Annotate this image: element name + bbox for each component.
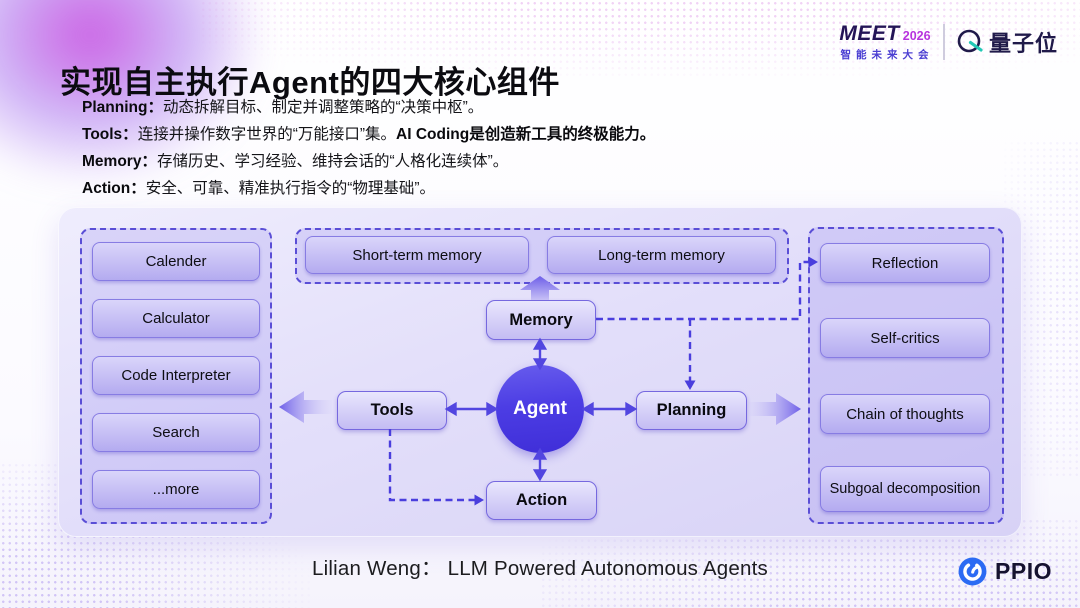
bullet-memory: Memory：存储历史、学习经验、维持会话的“人格化连续体”。 <box>82 148 655 175</box>
memory-chip-short-term: Short-term memory <box>305 236 529 274</box>
header-logos: MEET 2026 智能未来大会 量子位 <box>836 22 1058 62</box>
planning-node: Planning <box>636 391 747 430</box>
bullet-list: Planning：动态拆解目标、制定并调整策略的“决策中枢”。 Tools：连接… <box>82 94 655 202</box>
action-node: Action <box>486 481 597 520</box>
bullet-tools-emph: AI Coding是创造新工具的终极能力。 <box>396 126 656 143</box>
bullet-tools: Tools：连接并操作数字世界的“万能接口”集。AI Coding是创造新工具的… <box>82 121 655 148</box>
agent-node: Agent <box>496 365 584 453</box>
tools-node: Tools <box>337 391 447 430</box>
page-title: 实现自主执行Agent的四大核心组件 <box>60 64 560 100</box>
bullet-planning-text: 动态拆解目标、制定并调整策略的“决策中枢”。 <box>162 99 484 116</box>
bullet-tools-label: Tools： <box>82 126 138 143</box>
bullet-memory-text: 存储历史、学习经验、维持会话的“人格化连续体”。 <box>156 153 509 170</box>
planning-chip-self-critics: Self-critics <box>820 318 990 358</box>
planning-chip-reflection: Reflection <box>820 243 990 283</box>
bullet-memory-label: Memory： <box>82 153 157 170</box>
bullet-tools-text: 连接并操作数字世界的“万能接口”集。 <box>137 126 397 143</box>
meet-logo: MEET 2026 智能未来大会 <box>836 22 933 62</box>
meet-brand-text: MEET <box>839 22 900 45</box>
ppio-text: PPIO <box>995 558 1052 584</box>
tool-chip-calculator: Calculator <box>92 299 260 338</box>
meet-tagline-text: 智能未来大会 <box>840 49 934 61</box>
meet-logo-row: MEET 2026 <box>836 22 933 46</box>
logo-divider <box>943 24 945 60</box>
bullet-action-text: 安全、可靠、精准执行指令的“物理基础”。 <box>145 180 436 197</box>
bullet-action: Action：安全、可靠、精准执行指令的“物理基础”。 <box>82 175 655 202</box>
ppio-logo: PPIO <box>957 556 1052 587</box>
memory-chip-long-term: Long-term memory <box>547 236 776 274</box>
caption: Lilian Weng： LLM Powered Autonomous Agen… <box>312 557 768 580</box>
qbitai-text: 量子位 <box>988 31 1058 56</box>
decor-dots-top <box>200 0 1080 80</box>
memory-node: Memory <box>486 300 596 340</box>
ppio-icon <box>958 557 987 586</box>
qbitai-q-icon <box>957 29 983 53</box>
bullet-planning: Planning：动态拆解目标、制定并调整策略的“决策中枢”。 <box>82 94 655 121</box>
qbitai-logo: 量子位 <box>955 26 1058 58</box>
bullet-planning-label: Planning： <box>82 99 163 116</box>
tool-chip-code-interpreter: Code Interpreter <box>92 356 260 395</box>
bullet-action-label: Action： <box>82 180 146 197</box>
tool-chip-more: ...more <box>92 470 260 509</box>
tool-chip-search: Search <box>92 413 260 452</box>
planning-chip-subgoal-decomposition: Subgoal decomposition <box>820 466 990 512</box>
tool-chip-calender: Calender <box>92 242 260 281</box>
planning-chip-chain-of-thoughts: Chain of thoughts <box>820 394 990 434</box>
meet-year-text: 2026 <box>902 29 931 43</box>
